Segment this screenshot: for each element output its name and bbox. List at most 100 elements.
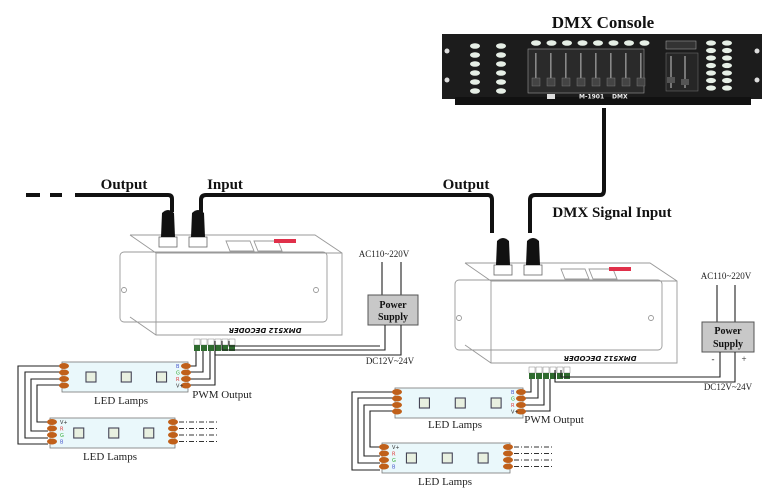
xlr-socket (523, 264, 543, 276)
led-lamps-label: LED Lamps (418, 476, 472, 488)
terminal-screw (222, 345, 228, 351)
dip-switch (274, 239, 296, 243)
console-button (470, 79, 480, 85)
xlr-socket (188, 236, 208, 248)
console-button (706, 47, 716, 54)
pin-label: R (511, 403, 515, 409)
pwm-output-label-right: PWM Output (524, 414, 584, 426)
console-button (639, 40, 650, 46)
dc-wires-right (554, 352, 736, 383)
fader-track (625, 53, 627, 85)
dc-label: DC12V~24V (704, 382, 753, 392)
fader-knob (531, 77, 541, 87)
label-output-right: Output (443, 177, 490, 193)
pin-label: V+ (392, 445, 400, 451)
solder-pad (47, 432, 57, 438)
label-dmx-signal-input: DMX Signal Input (552, 205, 671, 221)
fader-knob (636, 77, 646, 87)
pwm-wire (357, 397, 393, 464)
psu-minus: - (712, 354, 715, 364)
pin-label: B (60, 440, 64, 446)
pin-label: R (392, 452, 396, 458)
pwm-wire (525, 379, 551, 412)
console-button (562, 40, 572, 46)
solder-pad (59, 382, 69, 389)
pin-label: G (392, 458, 396, 464)
terminal-screw (564, 373, 570, 379)
console-model: M-1901 (579, 94, 604, 101)
pwm-wire (190, 351, 211, 380)
led-chip (108, 427, 120, 439)
psu-line1: Power (714, 326, 742, 337)
fader-track (580, 53, 582, 85)
led-strip: V+RGB (47, 417, 178, 449)
led-strip: V+RGB (379, 442, 513, 474)
terminal-screw (536, 373, 542, 379)
solder-pad (47, 438, 57, 445)
led-chip (490, 397, 502, 409)
pin-label: R (176, 377, 180, 383)
pin-label: B (511, 390, 515, 396)
ac-label: AC110~220V (359, 249, 410, 259)
fader-knob (546, 77, 556, 87)
pin-label: R (60, 427, 64, 433)
pin-label: G (60, 433, 64, 439)
console-display (665, 40, 697, 50)
console-function-buttons (706, 40, 732, 91)
decoder-label: DMX512 DECODER (229, 326, 302, 334)
console-button (470, 61, 480, 67)
solder-pad (379, 463, 389, 470)
fader-knob (576, 77, 586, 87)
console-scene-buttons (531, 40, 650, 46)
solder-pad (168, 419, 178, 425)
dc-label: DC12V~24V (366, 356, 415, 366)
console-button (722, 77, 732, 84)
power-supply-left: AC110~220V Power Supply DC12V~24V (359, 249, 419, 366)
console-label: DMX Console (552, 13, 655, 32)
pwm-wire (30, 378, 60, 432)
xlr-socket (493, 264, 513, 276)
fader-knob (591, 77, 601, 87)
power-supply-box (367, 294, 419, 326)
fader-knob (561, 77, 571, 87)
console-button (470, 43, 480, 49)
pin-label: B (176, 364, 180, 370)
console-button (706, 55, 716, 61)
solder-pad (59, 376, 69, 382)
dip-switch (609, 267, 631, 271)
console-button (496, 52, 506, 58)
console-faders (531, 53, 646, 87)
xlr-plug (526, 238, 540, 265)
pwm-wire (190, 351, 197, 367)
led-chip (405, 452, 417, 464)
dc-wires-left (214, 325, 402, 356)
solder-pad (168, 425, 178, 432)
pwm-wire (363, 404, 393, 457)
terminal-screw (557, 373, 563, 379)
console-button (624, 40, 634, 46)
console-button (496, 79, 506, 85)
fader-knob (606, 77, 616, 87)
solder-pad (379, 457, 389, 463)
pwm-output-label-left: PWM Output (192, 389, 252, 401)
console-button (608, 40, 619, 46)
psu-line1: Power (379, 300, 407, 311)
terminal-screw (529, 373, 535, 379)
led-chip (120, 371, 132, 383)
console-button (722, 40, 732, 46)
pwm-wire (24, 371, 60, 439)
console-button (706, 70, 716, 76)
solder-pad (392, 395, 402, 402)
solder-pad (379, 444, 389, 450)
console-button (722, 62, 732, 69)
pwm-wire (36, 384, 60, 423)
console-button (593, 40, 603, 46)
cable-signal-input (528, 108, 606, 233)
dmx512-decoder: DMX512 DECODER (119, 210, 343, 351)
solder-pad (47, 425, 57, 432)
pwm-wire (525, 379, 539, 399)
pin-label: G (176, 371, 180, 377)
solder-pad (516, 408, 526, 415)
